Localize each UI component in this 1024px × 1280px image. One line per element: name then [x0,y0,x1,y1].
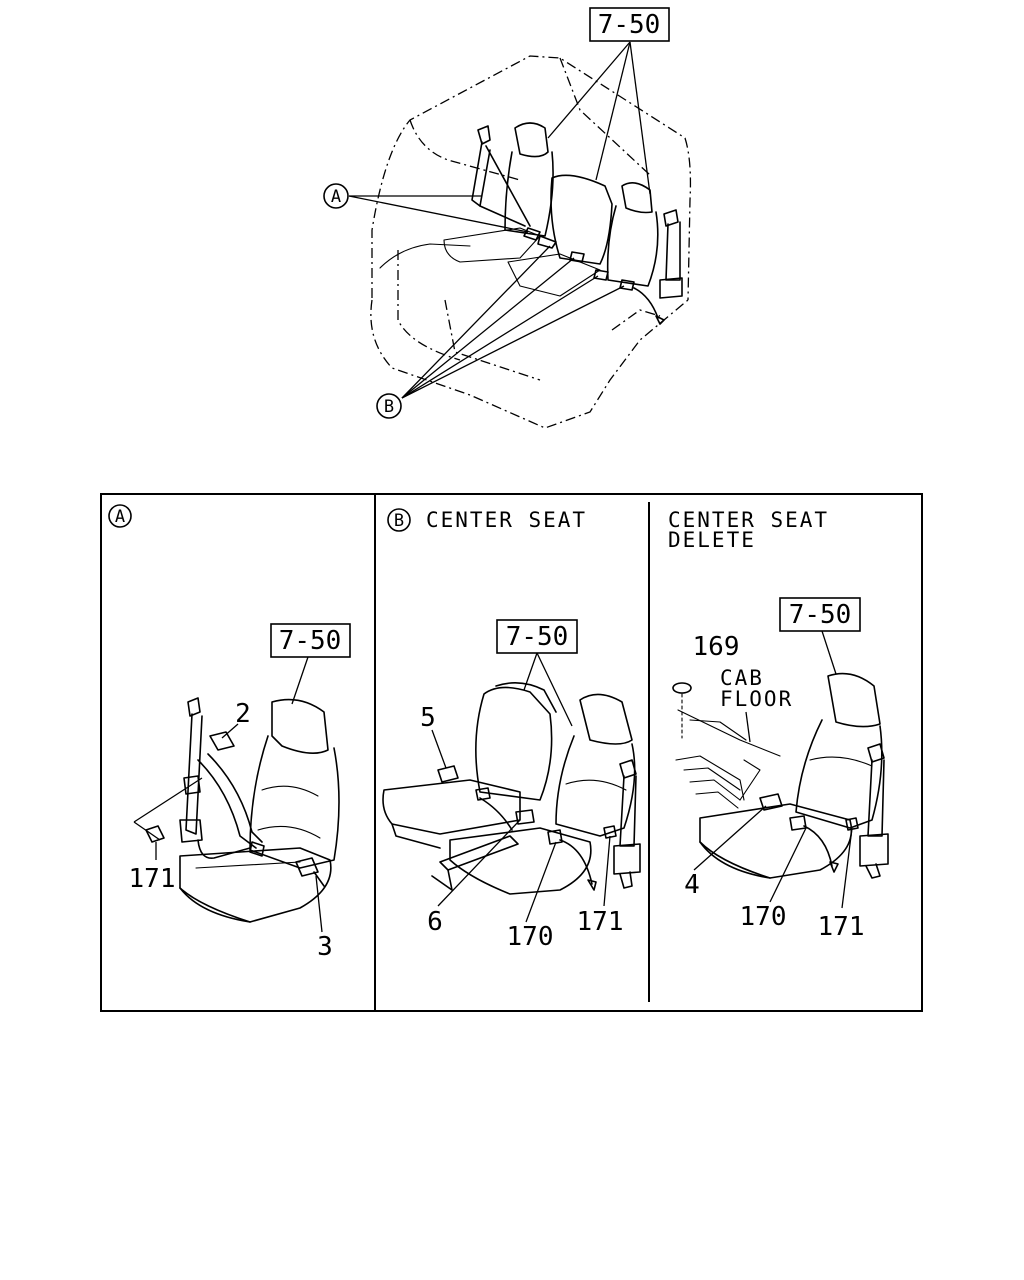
cab-overview-illustration [348,41,692,429]
panel-c-ref-box: 7-50 [779,597,861,632]
panel-b-part-6: 6 [427,907,443,937]
overview-callout-a-label: A [331,187,341,207]
overview-callout-b-label: B [384,397,394,417]
panel-a-part-2: 2 [235,699,251,729]
panel-b-ref-box: 7-50 [496,619,578,654]
panel-b-ref-label: 7-50 [506,622,569,652]
overview-ref-box: 7-50 [589,7,670,42]
overview-callout-b: B [376,393,402,419]
grommet-169 [672,682,692,694]
panel-c-note-line2: FLOOR [720,687,793,711]
panel-c-ref-label: 7-50 [789,600,852,630]
panel-c-title-line2: DELETE [668,528,756,552]
panel-b-part-170: 170 [507,922,554,952]
panel-c-part-170: 170 [740,902,787,932]
panel-a-ref-box: 7-50 [270,623,351,658]
panel-b-seats-illustration [382,682,641,895]
overview-ref-label: 7-50 [598,10,661,40]
panel-c-title-line1: CENTER SEAT [668,508,829,532]
panel-a-ref-label: 7-50 [279,626,342,656]
panel-b-part-5: 5 [420,703,436,733]
panel-c-note-line1: CAB [720,666,764,690]
panel-c: CENTER SEAT DELETE 7-50 169 CAB FLOOR [668,508,889,942]
panel-c-part-171: 171 [818,912,865,942]
panel-c-seat-illustration [672,672,889,879]
panel-a-seat-illustration [133,697,340,923]
panel-c-part-169: 169 [693,632,740,662]
panel-a-part-171: 171 [129,864,176,894]
panel-b-callout: B [387,508,411,532]
panel-b-title: CENTER SEAT [426,508,587,532]
panel-c-part-4: 4 [684,870,700,900]
panel-b: B CENTER SEAT 7-50 [382,508,641,952]
panel-a-callout-label: A [115,507,125,527]
panel-a-callout: A [108,504,132,528]
overview-callout-a: A [323,183,349,209]
panel-a-part-3: 3 [317,932,333,962]
panel-a: A [108,504,351,962]
detail-frame [100,493,923,1012]
panel-b-callout-label: B [394,511,404,531]
panel-b-part-171: 171 [577,907,624,937]
